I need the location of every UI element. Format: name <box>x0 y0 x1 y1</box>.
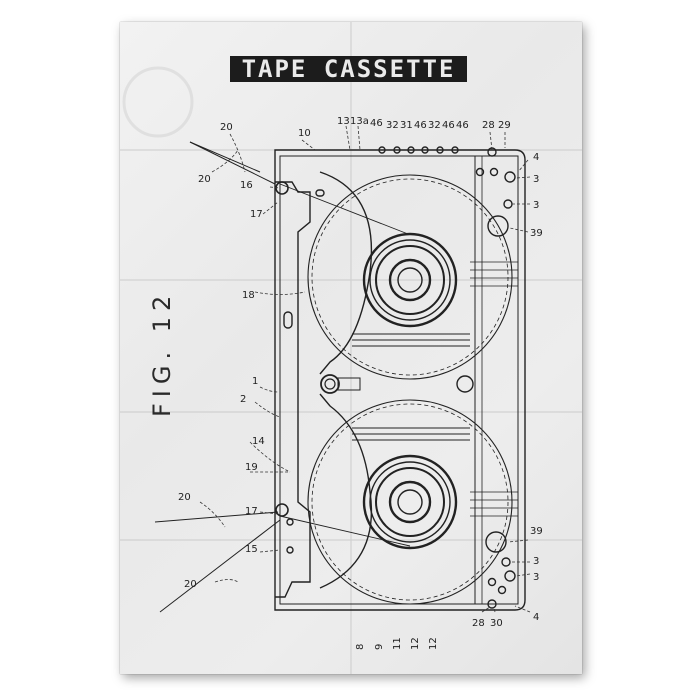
label-20a: 20 <box>220 122 233 133</box>
label-11: 11 <box>392 637 403 650</box>
label-9: 9 <box>374 644 385 650</box>
blueprint-poster: 20 20 16 17 18 1 2 14 19 20 17 15 20 10 … <box>120 22 582 674</box>
cassette-outline <box>154 141 526 613</box>
label-39a: 39 <box>530 228 543 239</box>
label-20b: 20 <box>198 174 211 185</box>
leader-lines <box>199 125 531 613</box>
label-28b: 28 <box>472 618 485 629</box>
label-8: 8 <box>355 644 366 650</box>
label-12b: 12 <box>428 637 439 650</box>
label-46c: 46 <box>442 120 455 131</box>
label-1: 1 <box>252 376 258 387</box>
label-39b: 39 <box>530 526 543 537</box>
label-17a: 17 <box>250 209 263 220</box>
label-3b: 3 <box>533 200 539 211</box>
label-3a: 3 <box>533 174 539 185</box>
label-17b: 17 <box>245 506 258 517</box>
label-15: 15 <box>245 544 258 555</box>
label-3c: 3 <box>533 556 539 567</box>
label-46b: 46 <box>414 120 427 131</box>
label-2: 2 <box>240 394 246 405</box>
label-32b: 32 <box>428 120 441 131</box>
label-3d: 3 <box>533 572 539 583</box>
figure-label: FIG. 12 <box>148 289 176 417</box>
label-28a: 28 <box>482 120 495 131</box>
label-46d: 46 <box>456 120 469 131</box>
poster-title: TAPE CASSETTE <box>241 55 456 83</box>
cassette-drawing: 20 20 16 17 18 1 2 14 19 20 17 15 20 10 … <box>120 22 582 674</box>
label-18: 18 <box>242 290 255 301</box>
label-32a: 32 <box>386 120 399 131</box>
label-20d: 20 <box>184 579 197 590</box>
label-16: 16 <box>240 180 253 191</box>
label-20c: 20 <box>178 492 191 503</box>
label-12a: 12 <box>410 637 421 650</box>
label-29: 29 <box>498 120 511 131</box>
label-13a: 13a <box>350 116 369 127</box>
title-plate <box>230 56 467 82</box>
label-46a: 46 <box>370 118 383 129</box>
label-13: 13 <box>337 116 350 127</box>
label-4b: 4 <box>533 612 539 623</box>
label-4a: 4 <box>533 152 539 163</box>
label-31: 31 <box>400 120 413 131</box>
fold-creases <box>120 22 582 674</box>
label-14: 14 <box>252 436 265 447</box>
label-10: 10 <box>298 128 311 139</box>
label-19: 19 <box>245 462 258 473</box>
label-30: 30 <box>490 618 503 629</box>
